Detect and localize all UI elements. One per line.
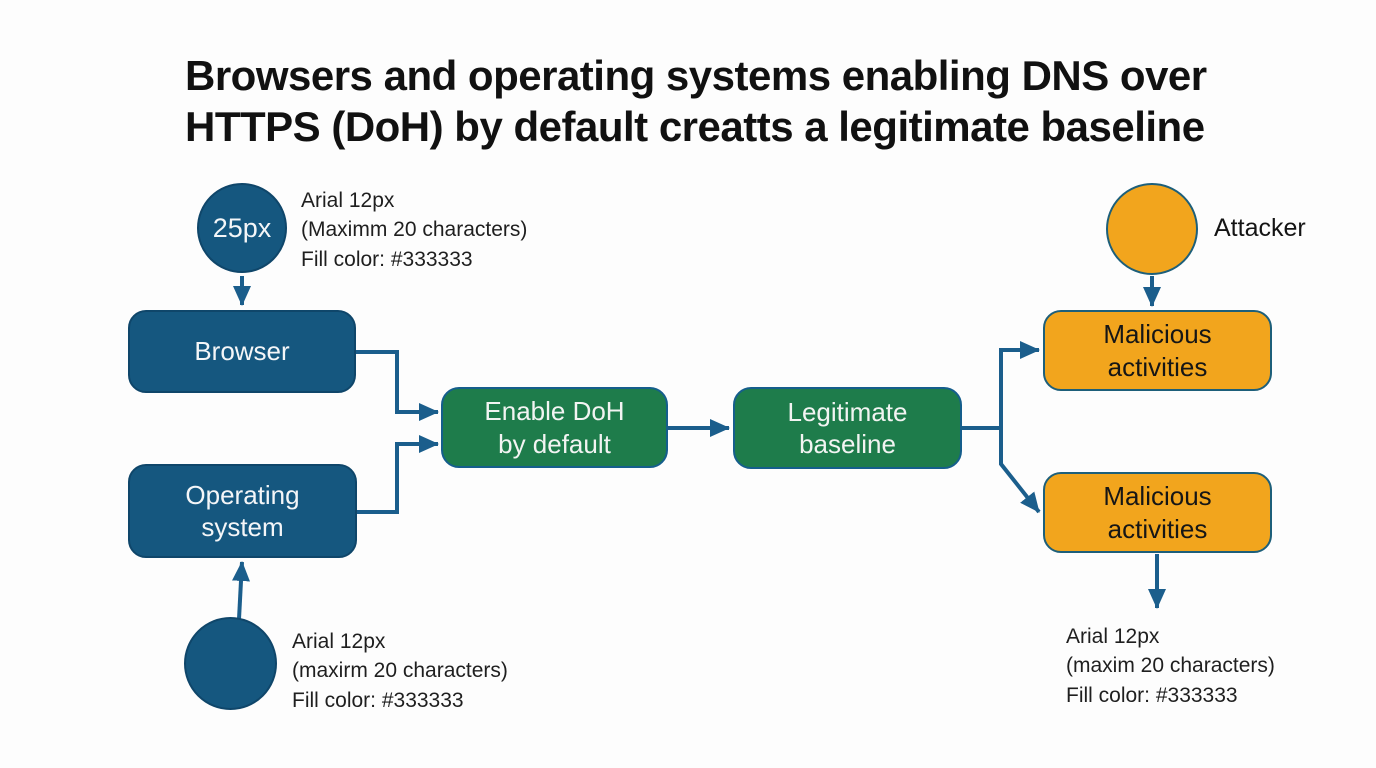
legitimate-baseline-node-label: Legitimate baseline	[787, 396, 908, 460]
connector-os-to-enabledoh	[356, 435, 439, 514]
malicious-activities-top-node: Malicious activities	[1043, 310, 1272, 391]
attacker-circle-node	[1106, 183, 1198, 275]
malicious-activities-bottom-node: Malicious activities	[1043, 472, 1272, 553]
connector-bottomcircle-to-os	[232, 561, 250, 620]
page-title: Browsers and operating systems enabling …	[185, 52, 1207, 151]
browser-node-label: Browser	[194, 336, 290, 367]
bottom-left-circle-node	[184, 617, 277, 710]
annotation-bottom-left: Arial 12px (maxirm 20 characters) Fill c…	[292, 630, 508, 712]
size-circle-label: 25px	[212, 212, 272, 243]
operating-system-node: Operating system	[128, 464, 357, 558]
size-circle-node: 25px	[197, 183, 287, 273]
enable-doh-node: Enable DoH by default	[441, 387, 668, 468]
attacker-label: Attacker	[1214, 214, 1306, 242]
operating-system-node-label: Operating system	[185, 479, 300, 543]
browser-node: Browser	[128, 310, 356, 393]
connector-baseline-to-malicious-bottom	[999, 428, 1041, 514]
malicious-activities-bottom-label: Malicious activities	[1103, 481, 1212, 544]
malicious-activities-top-label: Malicious activities	[1103, 319, 1212, 382]
legitimate-baseline-node: Legitimate baseline	[733, 387, 962, 469]
connector-browser-to-enabledoh	[355, 350, 439, 421]
connector-baseline-to-malicious-top	[962, 341, 1040, 430]
annotation-bottom-right: Arial 12px (maxim 20 characters) Fill co…	[1066, 625, 1275, 707]
enable-doh-node-label: Enable DoH by default	[484, 396, 625, 459]
annotation-top-left: Arial 12px (Maximm 20 characters) Fill c…	[301, 189, 528, 271]
